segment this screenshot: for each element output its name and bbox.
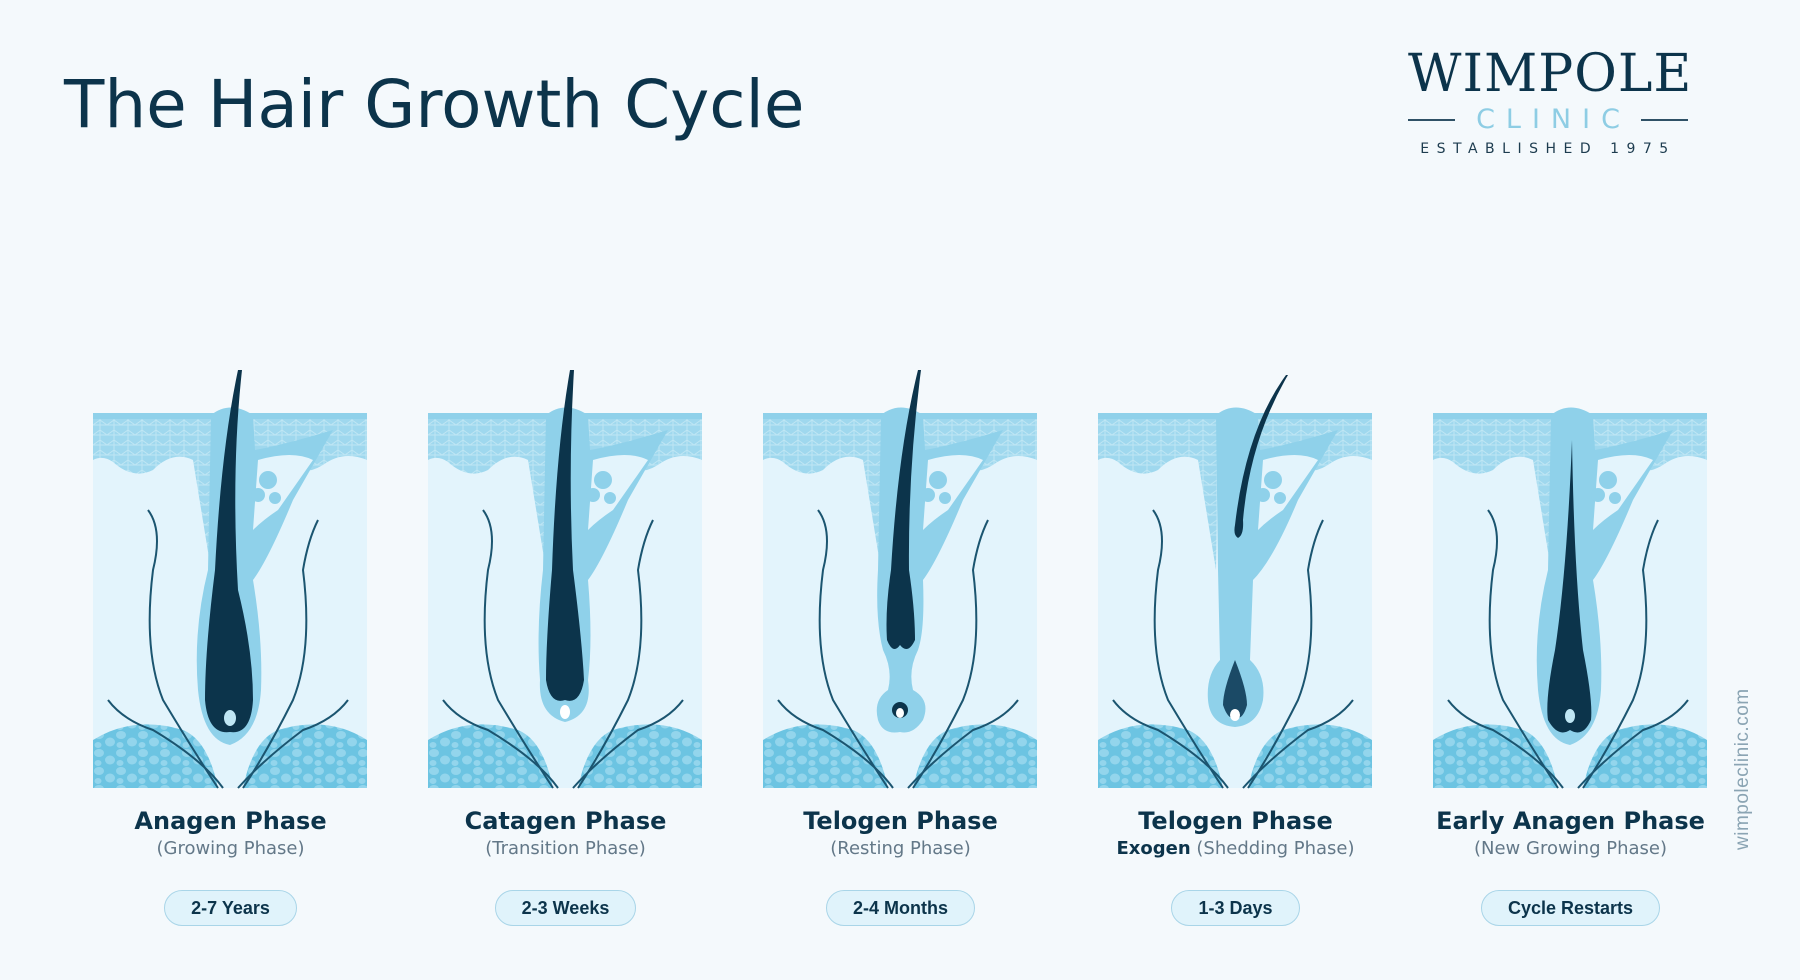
wimpole-clinic-logo: WIMPOLE CLINIC ESTABLISHED 1975 (1408, 44, 1693, 157)
logo-clinic-row: CLINIC (1408, 104, 1688, 135)
phase-label-anagen: Anagen Phase (Growing Phase) 2-7 Years (63, 806, 398, 926)
logo-rule-left (1408, 118, 1456, 121)
follicle-panel-anagen (93, 370, 367, 790)
anagen-follicle-icon (93, 370, 367, 789)
phase-title: Catagen Phase (464, 807, 667, 835)
phase-title: Telogen Phase (803, 807, 998, 835)
phase-label-catagen: Catagen Phase (Transition Phase) 2-3 Wee… (398, 806, 733, 926)
phase-title: Early Anagen Phase (1436, 807, 1705, 835)
phase-subtitle-text: (Shedding Phase) (1196, 838, 1355, 859)
phase-subtitle-text: (New Growing Phase) (1473, 838, 1668, 859)
duration-badge: 2-7 Years (164, 890, 297, 926)
phase-subtitle: Exogen (Shedding Phase) (1068, 836, 1403, 862)
phase-title: Anagen Phase (134, 807, 327, 835)
phase-subtitle-text: (Resting Phase) (830, 838, 971, 859)
duration-badge: 2-4 Months (825, 890, 975, 926)
follicle-panel-exogen (1098, 370, 1372, 790)
phase-label-exogen: Telogen Phase Exogen (Shedding Phase) 1-… (1068, 806, 1403, 926)
logo-clinic: CLINIC (1476, 104, 1631, 135)
logo-brand: WIMPOLE (1408, 44, 1693, 104)
phase-label-early-anagen: Early Anagen Phase (New Growing Phase) C… (1403, 806, 1738, 926)
phase-label-telogen: Telogen Phase (Resting Phase) 2-4 Months (733, 806, 1068, 926)
duration-badge: 1-3 Days (1171, 890, 1300, 926)
page-title: The Hair Growth Cycle (64, 66, 805, 143)
follicle-panel-early-anagen (1433, 370, 1707, 790)
phase-subtitle: (New Growing Phase) (1403, 836, 1738, 862)
logo-rule-right (1640, 118, 1688, 121)
phase-prefix: Exogen (1116, 838, 1191, 859)
phase-subtitle: (Transition Phase) (398, 836, 733, 862)
phase-title: Telogen Phase (1138, 807, 1333, 835)
follicle-panel-telogen (763, 370, 1037, 790)
phase-subtitle: (Growing Phase) (63, 836, 398, 862)
catagen-follicle-icon (428, 370, 702, 789)
early-anagen-follicle-icon (1433, 407, 1707, 789)
phase-subtitle: (Resting Phase) (733, 836, 1068, 862)
follicle-panel-catagen (428, 370, 702, 790)
telogen-follicle-icon (763, 370, 1037, 789)
duration-badge: Cycle Restarts (1480, 890, 1661, 926)
duration-badge: 2-3 Weeks (494, 890, 637, 926)
phase-subtitle-text: (Transition Phase) (485, 838, 646, 859)
phase-subtitle-text: (Growing Phase) (156, 838, 305, 859)
exogen-follicle-icon (1098, 375, 1372, 789)
logo-established: ESTABLISHED 1975 (1420, 141, 1676, 157)
